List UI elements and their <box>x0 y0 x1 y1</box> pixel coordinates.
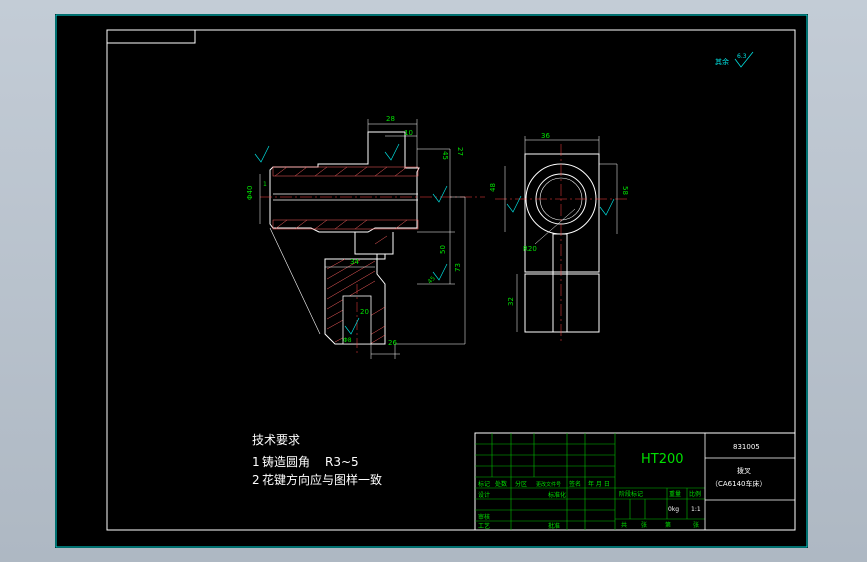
drawing-frame <box>106 29 796 531</box>
tech-requirements: 技术要求 1 铸造圆角 R3~5 2 花键方向应与图样一致 <box>252 433 382 487</box>
dim-front-height-50: 50 <box>439 245 447 254</box>
tb-row-label: 签名 <box>569 480 581 488</box>
tech-req-item2-text: 花键方向应与图样一致 <box>262 472 382 487</box>
title-block-frame <box>474 432 796 531</box>
title-block-labels: 标记 处数 分区 更改文件号 签名 年 月 日 设计 标准化 审核 工艺 批准 … <box>478 480 701 530</box>
part-name-text: 拨叉 <box>737 466 751 475</box>
dim-front-chamfer: 1 <box>263 181 267 188</box>
tb-sheet-word-2: 张 <box>693 521 699 529</box>
roughness-note: 其余 6.3 <box>715 51 754 68</box>
fork-arm-outline <box>324 232 394 345</box>
tech-req-item1-value: R3~5 <box>325 455 359 469</box>
roughness-note-label: 其余 <box>715 57 729 66</box>
roughness-symbol-icon <box>734 51 754 68</box>
tech-req-item1-text: 铸造圆角 <box>262 454 310 469</box>
tech-req-item2-num: 2 <box>252 473 260 487</box>
side-view-base <box>524 273 600 333</box>
dim-side-radius: R20 <box>523 245 537 253</box>
tb-sheet-word-1: 张 <box>641 521 647 529</box>
roughness-symbol-icon <box>506 195 522 213</box>
roughness-symbol-icon <box>254 145 270 163</box>
roughness-symbol-icon <box>432 263 448 281</box>
drawing-canvas: 其余 6.3 <box>55 14 808 548</box>
dim-side-top: 36 <box>541 132 550 140</box>
roughness-symbol-icon <box>384 143 400 161</box>
tb-process: 工艺 <box>478 522 490 530</box>
title-block: HT200 831005 拨叉 （CA6140车床） 标记 处数 分区 更改文件… <box>474 432 796 531</box>
tb-standardize: 标准化 <box>548 491 566 499</box>
dim-side-left: 48 <box>489 183 497 192</box>
tb-sheets-this: 第 <box>665 521 671 529</box>
lower-wall-section <box>272 219 419 230</box>
dim-front-bottom-26: 26 <box>388 339 397 347</box>
tb-weight-value: 0kg <box>668 506 679 513</box>
dim-front-right-small: 45 <box>426 275 436 285</box>
side-view: 36 58 48 R20 32 <box>489 132 630 344</box>
drawing-number-text: 831005 <box>733 443 760 451</box>
leader-line <box>269 227 321 335</box>
dim-front-slot-bottom: Φ8 <box>343 337 352 344</box>
roughness-note-value: 6.3 <box>737 53 747 60</box>
tb-review: 审核 <box>478 513 490 521</box>
drawing-code-box <box>106 29 196 44</box>
dim-front-right-upper: 45 <box>441 151 449 160</box>
dim-front-top-width: 28 <box>386 115 395 123</box>
fork-hatch <box>274 166 408 345</box>
roughness-symbol-icon <box>432 185 448 203</box>
dim-front-right-height: 27 <box>456 147 464 156</box>
tb-scale: 比例 <box>689 490 701 498</box>
side-dim-lines <box>504 136 618 332</box>
tb-row-label: 分区 <box>515 480 527 488</box>
tb-row-label: 标记 <box>478 480 490 488</box>
machine-text: （CA6140车床） <box>711 479 767 488</box>
tb-row-label: 处数 <box>495 480 507 488</box>
roughness-symbol-icon <box>344 317 360 335</box>
side-view-arm <box>552 233 568 333</box>
front-view-outline <box>269 131 420 233</box>
tb-approve: 批准 <box>548 522 560 530</box>
dim-front-height-73: 73 <box>454 263 462 272</box>
front-view: 28 10 45 27 Φ40 50 73 34 26 20 Φ8 45 1 <box>246 115 485 359</box>
tb-stage-mark: 阶段标记 <box>619 490 643 498</box>
material-text: HT200 <box>641 452 684 467</box>
tech-req-item1-num: 1 <box>252 455 260 469</box>
dim-front-top-step: 10 <box>404 129 413 137</box>
roughness-symbol-icon <box>599 198 615 216</box>
drawing-sheet[interactable]: 其余 6.3 <box>55 14 808 548</box>
upper-wall-section <box>272 166 419 177</box>
sheet-border <box>55 14 808 548</box>
tb-design: 设计 <box>478 491 490 499</box>
side-view-outline <box>524 153 600 273</box>
tb-row-label: 年 月 日 <box>588 480 610 488</box>
dim-side-bottom: 32 <box>507 297 515 306</box>
dim-front-left-34: 34 <box>350 258 359 266</box>
tb-weight: 重量 <box>669 490 681 498</box>
tb-sheets-total: 共 <box>621 521 627 529</box>
dim-front-slot: 20 <box>360 308 369 316</box>
tech-req-title: 技术要求 <box>252 433 300 447</box>
title-block-grid <box>475 433 705 530</box>
tb-row-label: 更改文件号 <box>536 481 561 488</box>
front-dim-lines <box>259 119 466 359</box>
dim-front-bore: Φ40 <box>246 186 254 200</box>
tb-scale-value: 1:1 <box>691 506 701 513</box>
dim-side-right-upper: 58 <box>621 186 629 195</box>
